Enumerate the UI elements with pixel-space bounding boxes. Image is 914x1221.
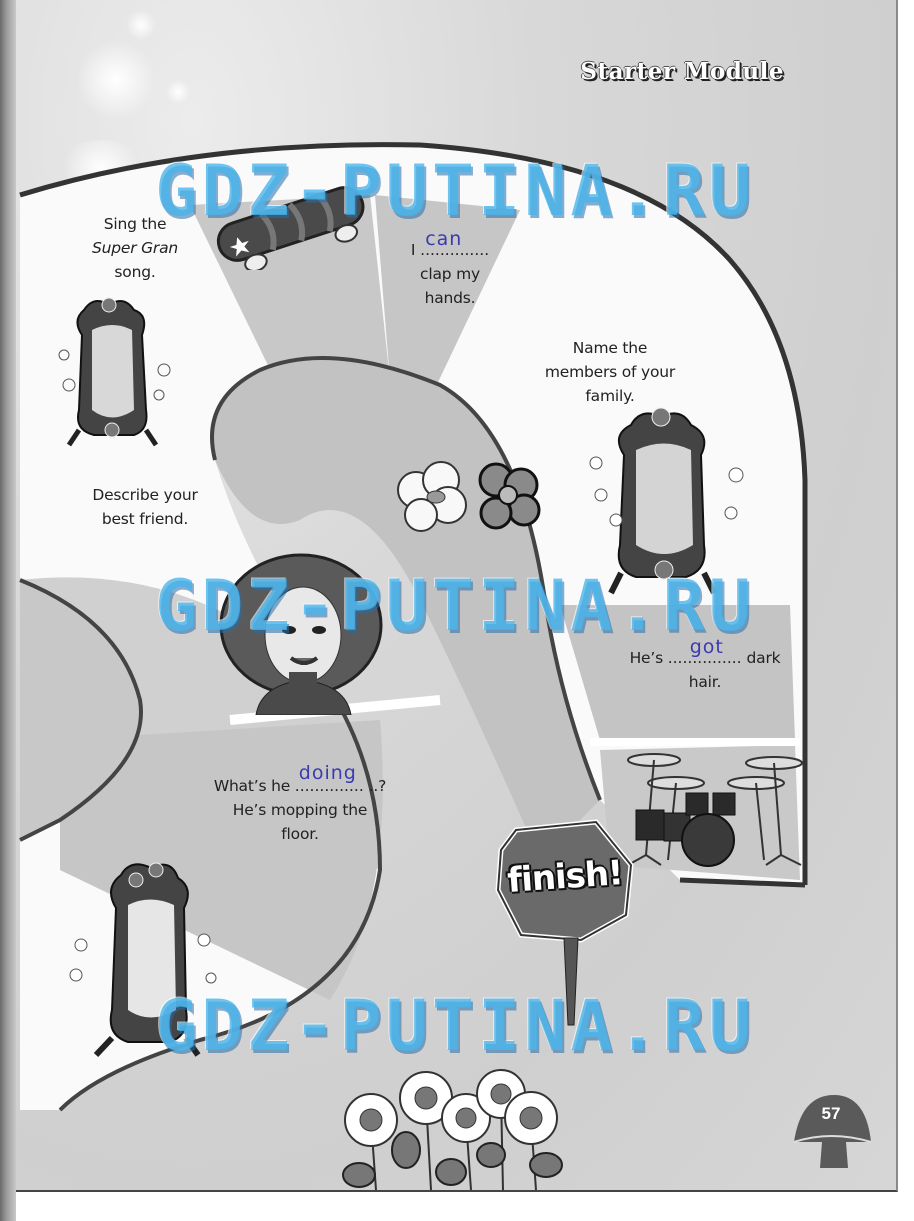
magic-mirror-icon <box>589 407 744 595</box>
track-segment-doing <box>60 720 383 1000</box>
task-text: Sing the <box>103 215 167 233</box>
task-text: hair. <box>688 673 722 691</box>
task-describe-friend: Describe your best friend. <box>65 483 225 531</box>
task-i-can: I .............. can clap my hands. <box>380 228 520 310</box>
drum-kit-icon <box>627 753 803 867</box>
track-segment-can <box>375 195 520 420</box>
module-title: Starter Module <box>580 58 784 85</box>
task-text: I <box>410 241 416 259</box>
task-text: dark <box>746 649 781 667</box>
track-inner-border <box>210 356 602 801</box>
magic-mirror-icon <box>58 297 171 447</box>
task-text: hands. <box>424 289 476 307</box>
magic-mirror-icon <box>69 862 217 1058</box>
task-text: Describe your <box>92 486 198 504</box>
track-segment-got <box>560 605 795 740</box>
task-whats-he-doing: What’s he .............. doing ..? He’s … <box>195 762 405 846</box>
task-text: family. <box>585 387 635 405</box>
book-spine-shadow <box>0 0 16 1221</box>
task-text: best friend. <box>101 510 189 528</box>
task-text: What’s he <box>213 777 291 795</box>
answer-blank[interactable]: .............. <box>294 777 364 795</box>
task-text: song. <box>114 263 156 281</box>
track-outer-border <box>19 142 808 885</box>
workbook-page: Starter Module <box>16 0 898 1192</box>
girl-portrait-icon <box>219 553 383 715</box>
flowers-icon <box>397 461 541 532</box>
answer-blank[interactable]: ............... <box>667 649 742 667</box>
task-text: floor. <box>281 825 319 843</box>
task-text-italic: Super Gran <box>91 239 179 257</box>
task-text: members of your <box>544 363 676 381</box>
answer-blank[interactable]: .............. <box>420 241 490 259</box>
task-text: clap my <box>420 265 480 283</box>
handwritten-answer: got <box>689 636 724 658</box>
task-name-family: Name the members of your family. <box>515 336 705 408</box>
mushroom-icon <box>793 1095 872 1168</box>
sunflowers-icon <box>342 1069 563 1190</box>
finish-sign-icon <box>495 819 634 1026</box>
task-sing-song: Sing the Super Gran song. <box>55 212 215 284</box>
task-text: He’s <box>629 649 664 667</box>
task-text: Name the <box>572 339 648 357</box>
sparkle-decoration <box>166 80 190 104</box>
sparkle-decoration <box>76 40 156 120</box>
handwritten-answer: doing <box>298 762 357 784</box>
sparkle-decoration <box>126 10 156 40</box>
task-text: ..? <box>368 777 387 795</box>
handwritten-answer: can <box>425 228 463 250</box>
skateboard-icon <box>216 186 365 270</box>
task-text: He’s mopping the <box>232 801 368 819</box>
task-hes-got: He’s ............... got dark hair. <box>605 636 805 694</box>
page-number: 57 <box>821 1104 841 1123</box>
